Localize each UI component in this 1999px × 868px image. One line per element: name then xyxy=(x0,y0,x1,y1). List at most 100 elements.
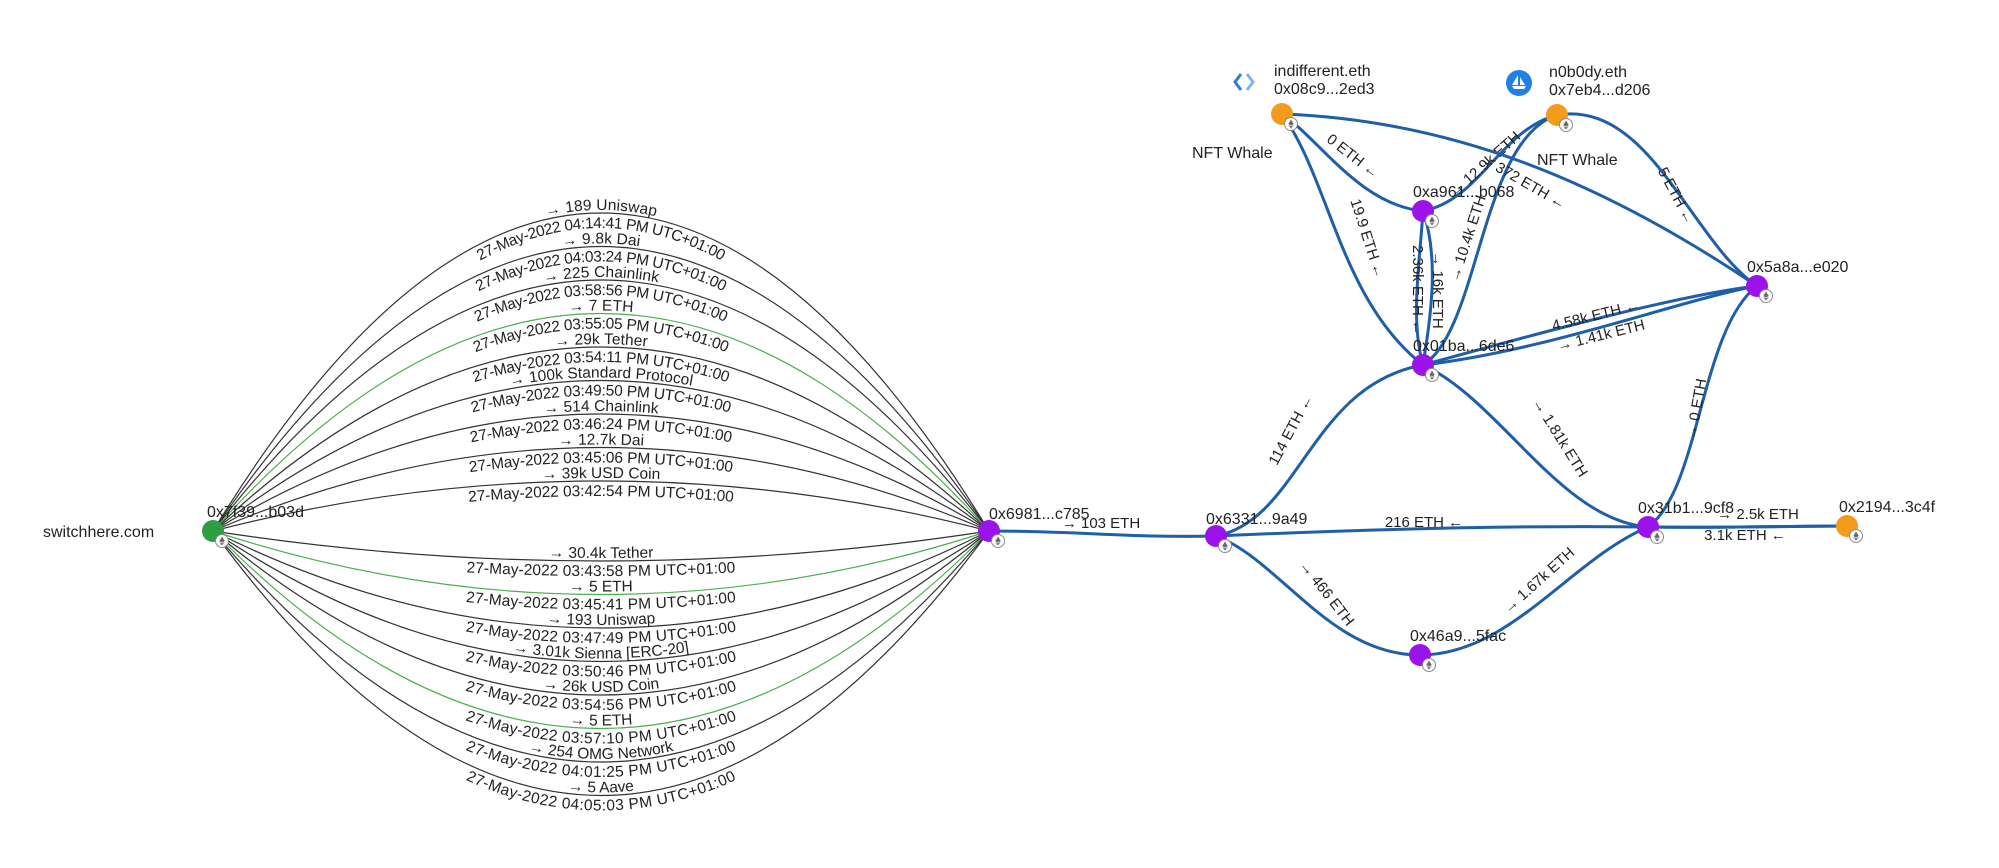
fan-edge-timestamp-text: 27-May-2022 03:43:58 PM UTC+01:00 xyxy=(466,559,736,580)
flow-edge[interactable] xyxy=(1422,284,1758,367)
fan-edge-amount-text: → 5 ETH xyxy=(569,578,633,595)
flow-edge[interactable] xyxy=(1422,363,1649,529)
ethereum-icon xyxy=(1425,214,1439,228)
address-node[interactable]: 0xa961...b068 xyxy=(1412,184,1515,228)
flow-edge[interactable] xyxy=(1215,525,1649,538)
fan-edge-amount: → 7 ETH xyxy=(568,297,634,315)
ethereum-icon xyxy=(1425,368,1439,382)
address-node[interactable]: 0x5a8a...e020 xyxy=(1746,259,1849,303)
flow-edge[interactable] xyxy=(1647,284,1758,529)
address-node[interactable]: 0x7f39...b03d switchhere.com xyxy=(43,504,304,548)
flow-edge-label: 0 ETH ← xyxy=(1323,131,1382,182)
fan-edge[interactable] xyxy=(212,480,990,532)
flow-edge[interactable] xyxy=(1422,113,1558,213)
flow-edge-label: 3.1k ETH ← xyxy=(1704,527,1786,544)
flow-edge[interactable] xyxy=(1421,210,1434,366)
address-node[interactable]: 0x6981...c785 xyxy=(978,506,1090,548)
fan-edge[interactable] xyxy=(212,346,990,532)
address-nodes: 0x7f39...b03d switchhere.com 0x6981...c785… xyxy=(43,63,1936,672)
flow-edge-label: 5 ETH ← xyxy=(1654,165,1698,227)
flow-edge[interactable] xyxy=(1215,534,1421,657)
flow-edge-label: → 1.81k ETH xyxy=(1529,395,1591,480)
flow-edge[interactable] xyxy=(1422,284,1758,367)
fan-edge-amount: → 5 ETH xyxy=(569,711,633,729)
flow-edge[interactable] xyxy=(1280,113,1424,367)
fan-edge-amount: → 9.8k Dai xyxy=(561,230,641,250)
node-address: 0x08c9...2ed3 xyxy=(1274,81,1375,98)
fan-edge[interactable] xyxy=(212,530,990,629)
chevrons-icon xyxy=(1233,73,1255,91)
fan-edge-amount-text: → 29k Tether xyxy=(554,331,649,351)
fan-edge[interactable] xyxy=(212,413,990,532)
node-ens-name: n0b0dy.eth xyxy=(1549,64,1627,81)
flow-edge-label: 216 ETH ← xyxy=(1385,514,1463,531)
address-node[interactable]: 0x6331...9a49 xyxy=(1205,511,1308,553)
fan-edge[interactable] xyxy=(212,530,990,797)
fan-edge[interactable] xyxy=(212,530,990,562)
ethereum-icon xyxy=(1849,529,1863,543)
fan-edge-timestamp: 27-May-2022 03:42:54 PM UTC+01:00 xyxy=(467,483,734,506)
flow-edge-label: → 2.5k ETH xyxy=(1717,506,1799,523)
node-address: 0x7f39...b03d xyxy=(207,504,304,521)
fan-edge[interactable] xyxy=(212,530,990,696)
fan-edge-amount-text: → 514 Chainlink xyxy=(543,398,659,418)
ethereum-icon xyxy=(991,534,1005,548)
node-entity-name: switchhere.com xyxy=(43,524,154,541)
ship-icon xyxy=(1506,70,1532,96)
flow-edge[interactable] xyxy=(1422,113,1558,367)
flow-edge-label: 2.36k ETH ← xyxy=(1409,245,1426,335)
fan-edge[interactable] xyxy=(212,530,990,663)
fan-edge-amount: → 26k USD Coin xyxy=(542,675,660,696)
node-tag: NFT Whale xyxy=(1192,145,1273,162)
address-node[interactable]: 0x31b1...9cf8 xyxy=(1637,500,1734,544)
fan-edge-amount: → 5 ETH xyxy=(569,578,633,595)
fan-edge-amount: → 514 Chainlink xyxy=(543,398,659,418)
flow-edge[interactable] xyxy=(1415,210,1425,366)
fan-edge-amount-text: → 7 ETH xyxy=(568,297,634,315)
node-address: 0x7eb4...d206 xyxy=(1549,82,1651,99)
node-address: 0xa961...b068 xyxy=(1413,184,1515,201)
fan-edge-amount-text: → 3.01k Sienna [ERC-20] xyxy=(512,639,690,663)
fan-edge-amount: → 39k USD Coin xyxy=(541,465,660,483)
fan-edge[interactable] xyxy=(212,246,990,532)
flow-edge[interactable] xyxy=(1647,524,1848,529)
fan-edge-amount-text: → 193 Uniswap xyxy=(546,610,656,629)
node-address: 0x31b1...9cf8 xyxy=(1638,500,1734,517)
flow-edge-label: 114 ETH ← xyxy=(1265,392,1316,468)
fan-edge-timestamp-text: 27-May-2022 03:42:54 PM UTC+01:00 xyxy=(467,483,734,506)
fan-edge[interactable] xyxy=(212,313,990,532)
fan-edge[interactable] xyxy=(212,530,990,730)
flow-edge[interactable] xyxy=(1556,112,1758,288)
fan-edge[interactable] xyxy=(212,530,990,596)
flow-edge[interactable] xyxy=(988,529,1217,538)
ethereum-icon xyxy=(1650,530,1664,544)
address-node[interactable]: 0x01ba...6de6 xyxy=(1412,338,1515,382)
fan-edge[interactable] xyxy=(212,212,990,532)
node-address: 0x01ba...6de6 xyxy=(1413,338,1515,355)
node-address: 0x46a9...5fac xyxy=(1410,628,1506,645)
fan-edge[interactable] xyxy=(212,380,990,532)
ethereum-icon xyxy=(215,534,229,548)
flow-edge[interactable] xyxy=(1281,112,1758,288)
node-address: 0x6981...c785 xyxy=(989,506,1090,523)
address-node[interactable]: 0x46a9...5fac xyxy=(1409,628,1506,672)
fan-edge[interactable] xyxy=(212,530,990,763)
fan-edge-timestamp: 27-May-2022 03:43:58 PM UTC+01:00 xyxy=(466,559,736,580)
fan-edge[interactable] xyxy=(212,279,990,532)
fan-edge[interactable] xyxy=(212,446,990,532)
flow-edge-label: → 16k ETH xyxy=(1429,251,1446,329)
node-tag: NFT Whale xyxy=(1537,152,1618,169)
fan-edge-amount-text: → 189 Uniswap xyxy=(544,197,659,220)
node-address: 0x2194...3c4f xyxy=(1839,499,1936,516)
address-node[interactable]: 0x2194...3c4f xyxy=(1836,499,1936,543)
ethereum-icon xyxy=(1759,289,1773,303)
fan-edge-amount-text: → 9.8k Dai xyxy=(561,230,641,250)
fan-edge-amount-text: → 26k USD Coin xyxy=(542,675,660,696)
ethereum-icon xyxy=(1559,118,1573,132)
flow-edge[interactable] xyxy=(1215,363,1424,538)
fan-edge-amount: → 3.01k Sienna [ERC-20] xyxy=(512,639,690,663)
node-address: 0x6331...9a49 xyxy=(1206,511,1308,528)
flow-edge[interactable] xyxy=(1419,525,1649,657)
